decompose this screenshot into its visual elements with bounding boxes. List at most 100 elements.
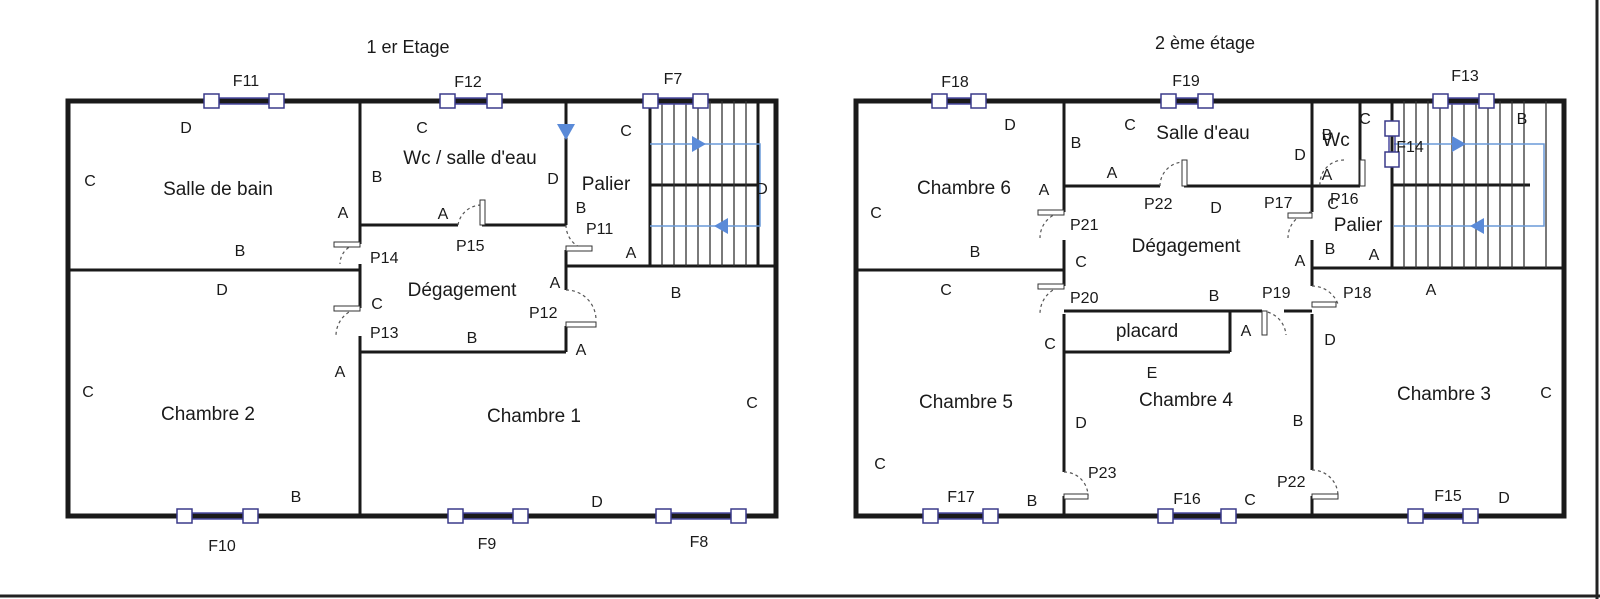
wall-label: E: [1147, 365, 1158, 382]
door-label: P19: [1262, 285, 1291, 302]
wall-label: B: [467, 330, 478, 347]
floor-1-outer-wall: [65, 98, 779, 519]
door-label: P22: [1277, 474, 1306, 491]
window-label: F16: [1173, 491, 1201, 508]
wall-label: C: [416, 120, 428, 137]
door-label: P12: [529, 305, 558, 322]
wall-label: B: [1027, 493, 1038, 510]
wall-label: D: [1294, 147, 1306, 164]
wall-label: C: [84, 173, 96, 190]
room-salle-de-bain: Salle de bain: [163, 179, 273, 200]
wall-label: D: [1004, 117, 1016, 134]
wall-label: C: [940, 282, 952, 299]
wall-label: A: [338, 205, 349, 222]
window-label: F13: [1451, 68, 1479, 85]
door-label: P17: [1264, 195, 1293, 212]
wall-label: B: [1325, 241, 1336, 258]
wall-label: A: [1107, 165, 1118, 182]
window-label: F12: [454, 74, 482, 91]
wall-label: B: [235, 243, 246, 260]
wall-label: C: [620, 123, 632, 140]
room-chambre-1: Chambre 1: [487, 406, 581, 427]
wall-label: A: [626, 245, 637, 262]
window-label: F7: [664, 71, 683, 88]
window-label: F18: [941, 74, 969, 91]
wall-label: C: [1327, 196, 1339, 213]
wall-label: A: [576, 342, 587, 359]
wall-label: A: [1295, 253, 1306, 270]
wall-label: A: [335, 364, 346, 381]
wall-label: C: [1359, 111, 1371, 128]
door-label: P20: [1070, 290, 1099, 307]
wall-label: D: [216, 282, 228, 299]
floor-1-wall-letters: D C B A B C B A D C B A D C B A A B C A …: [82, 120, 768, 511]
wall-label: B: [1071, 135, 1082, 152]
wall-label: B: [1517, 111, 1528, 128]
wall-label: A: [1241, 323, 1252, 340]
room-wc-salle-eau: Wc / salle d'eau: [403, 148, 537, 169]
floor-1-plan: 1 er Etage: [65, 37, 779, 555]
wall-label: C: [371, 296, 383, 313]
wall-label: D: [1210, 200, 1222, 217]
floor-1-doors: [333, 199, 597, 337]
floor-2-windows: [922, 93, 1495, 524]
floor-1-title: 1 er Etage: [366, 37, 449, 57]
wall-label: D: [1075, 415, 1087, 432]
window-label: F14: [1396, 139, 1424, 156]
floor-2-staircase: [1394, 101, 1547, 268]
floor-2-title: 2 ème étage: [1155, 33, 1255, 53]
wall-label: A: [1369, 247, 1380, 264]
floor-2-outer-wall: [853, 98, 1567, 519]
room-degagement: Dégagement: [1132, 236, 1242, 257]
floor-2-plan: 2 ème étage: [853, 33, 1567, 524]
wall-label: B: [1293, 413, 1304, 430]
wall-label: D: [547, 171, 559, 188]
room-palier: Palier: [1334, 215, 1383, 236]
wall-label: D: [1324, 332, 1336, 349]
door-label: P14: [370, 250, 399, 267]
wall-label: C: [1075, 254, 1087, 271]
window-label: F9: [478, 536, 497, 553]
door-label: P15: [456, 238, 485, 255]
room-palier: Palier: [582, 174, 631, 195]
wall-label: C: [1124, 117, 1136, 134]
door-label: P18: [1343, 285, 1372, 302]
window-label: F8: [690, 534, 709, 551]
room-salle-eau: Salle d'eau: [1156, 123, 1249, 144]
wall-label: C: [1540, 385, 1552, 402]
door-label: P16: [1330, 191, 1359, 208]
floor-1-staircase: [650, 101, 761, 266]
wall-label: A: [438, 206, 449, 223]
door-label: P21: [1070, 217, 1099, 234]
floor-2-wall-letters: D C B A B C D B C D A A C C A B A C B B …: [870, 111, 1552, 510]
room-degagement: Dégagement: [408, 280, 518, 301]
wall-label: B: [372, 169, 383, 186]
door-label: P11: [586, 221, 613, 238]
room-chambre-3: Chambre 3: [1397, 384, 1491, 405]
window-label: F17: [947, 489, 975, 506]
wall-label: C: [746, 395, 758, 412]
wall-label: A: [1426, 282, 1437, 299]
wall-label: A: [1039, 182, 1050, 199]
room-chambre-2: Chambre 2: [161, 404, 255, 425]
wall-label: A: [1322, 167, 1333, 184]
room-chambre-4: Chambre 4: [1139, 390, 1233, 411]
window-label: F11: [233, 73, 259, 90]
window-label: F15: [1434, 488, 1462, 505]
wall-label: B: [1209, 288, 1220, 305]
wall-label: C: [874, 456, 886, 473]
door-label: P23: [1088, 465, 1117, 482]
wall-label: D: [756, 181, 768, 198]
room-chambre-6: Chambre 6: [917, 178, 1011, 199]
window-label: F19: [1172, 73, 1200, 90]
door-label: P22: [1144, 196, 1173, 213]
wall-label: C: [870, 205, 882, 222]
room-wc: Wc: [1322, 130, 1349, 151]
down-arrow-icon: [557, 124, 575, 140]
room-placard: placard: [1116, 321, 1178, 342]
window-label: F10: [208, 538, 236, 555]
wall-label: C: [82, 384, 94, 401]
wall-label: D: [1498, 490, 1510, 507]
floor-2-doors: [1037, 159, 1366, 500]
room-chambre-5: Chambre 5: [919, 392, 1013, 413]
